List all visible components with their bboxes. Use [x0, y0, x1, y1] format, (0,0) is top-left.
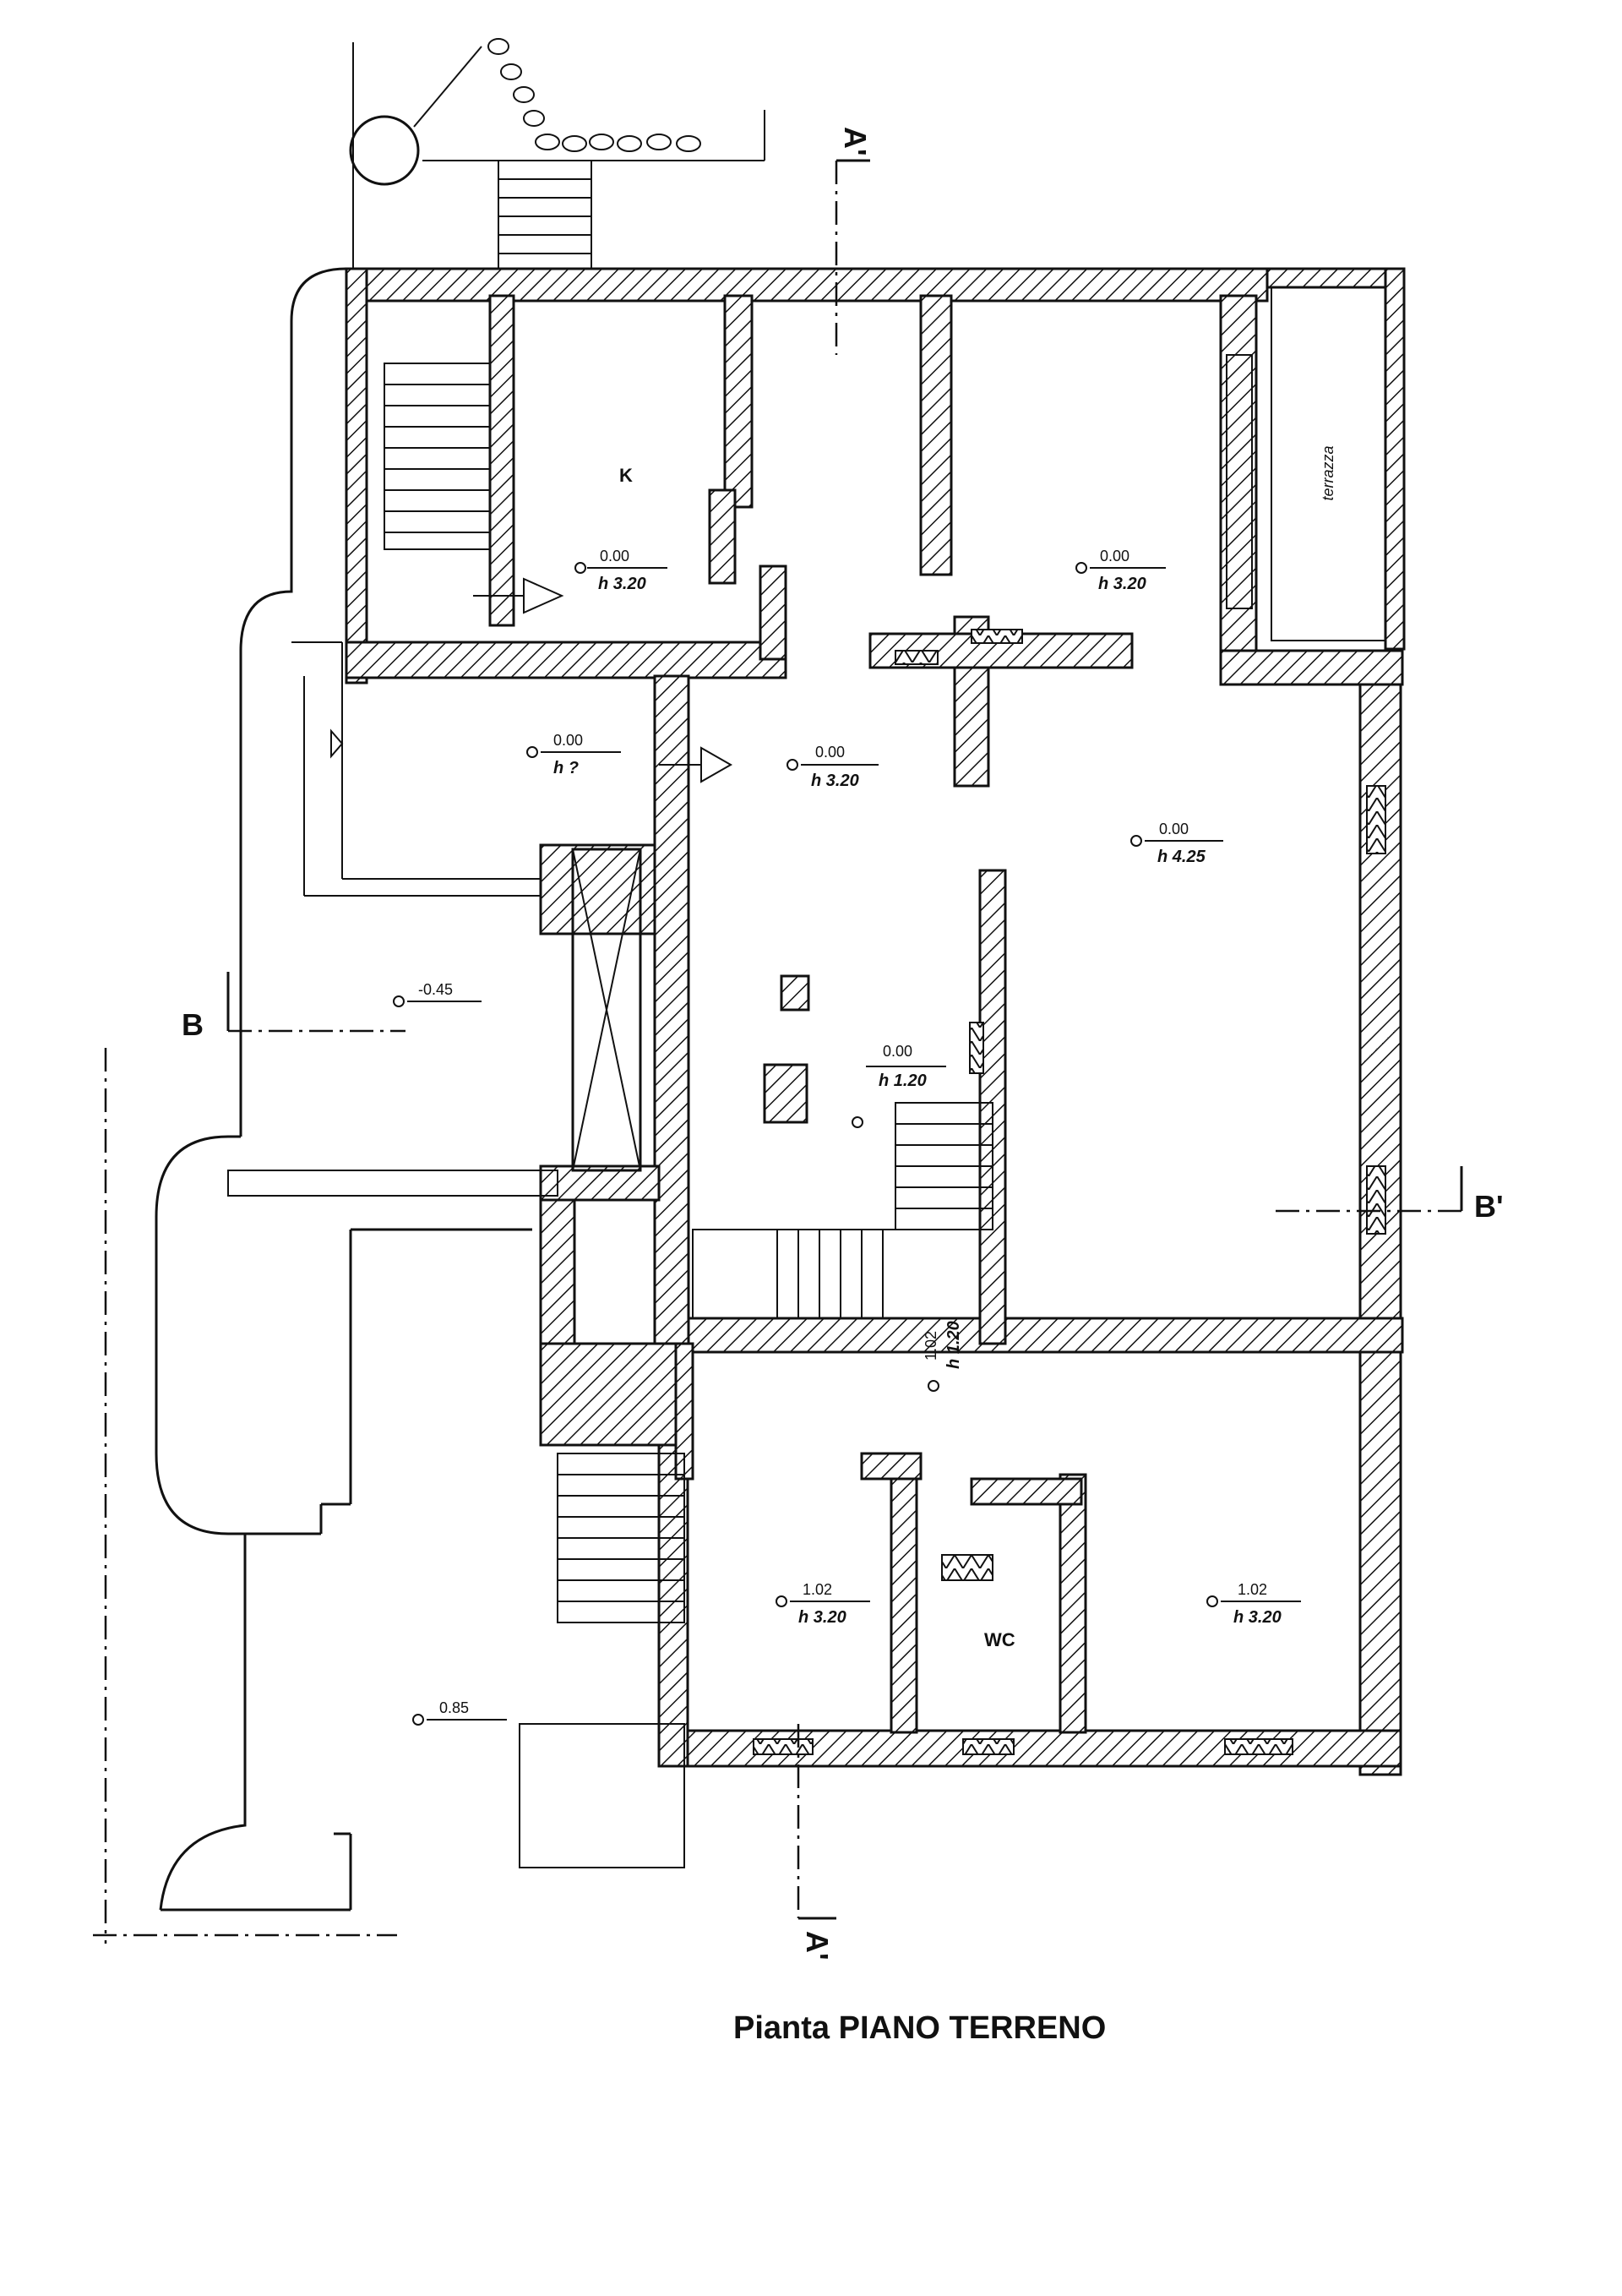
radiators [753, 629, 1386, 1755]
entry-elevation: 0.00 [553, 732, 583, 749]
level-marker-icon [852, 1116, 863, 1128]
level-marker-icon [526, 746, 538, 758]
level-marker-icon [776, 1595, 787, 1607]
entry-height: h ? [553, 759, 579, 777]
garden-elevation: 0.85 [439, 1699, 469, 1716]
level-markers [393, 562, 1301, 1726]
stair-mark-height: h 1.20 [944, 1321, 963, 1369]
section-label-b-left: B [182, 1007, 204, 1042]
hall-height: h 3.20 [811, 772, 859, 790]
room-ne-elevation: 0.00 [1100, 548, 1129, 564]
level-marker-icon [412, 1714, 424, 1726]
landing-elevation: 0.00 [883, 1043, 912, 1060]
stepping-stones [487, 38, 701, 152]
salone-elevation: 0.00 [1159, 821, 1189, 837]
section-label-b-right: B' [1474, 1189, 1504, 1224]
section-lines [93, 159, 1463, 1944]
room-se-height: h 3.20 [1233, 1608, 1282, 1627]
entry-arrows [473, 577, 733, 783]
stair-mark-elevation: 1.02 [923, 1331, 939, 1361]
elevator-shaft [571, 848, 642, 1172]
exterior-walls [345, 267, 1406, 1776]
plan-title: Pianta PIANO TERRENO [733, 2010, 1106, 2046]
kitchen-height: h 3.20 [598, 575, 646, 593]
garden-area [349, 38, 765, 271]
outdoor-stair [498, 160, 592, 271]
courtyard-elevation: -0.45 [418, 981, 453, 998]
room-se-elevation: 1.02 [1238, 1581, 1267, 1598]
level-marker-icon [393, 995, 405, 1007]
level-marker-icon [787, 759, 798, 771]
level-marker-icon [928, 1380, 939, 1392]
level-marker-icon [574, 562, 586, 574]
terrace [1226, 286, 1386, 641]
room-label-wc: WC [984, 1629, 1015, 1650]
section-label-a-top: A' [838, 127, 873, 156]
courtyard-walls [155, 267, 558, 1912]
tree-icon [349, 115, 420, 186]
room-label-kitchen: K [619, 465, 633, 486]
landing-height: h 1.20 [879, 1072, 927, 1090]
room-sw-elevation: 1.02 [803, 1581, 832, 1598]
room-sw-height: h 3.20 [798, 1608, 846, 1627]
room-ne-height: h 3.20 [1098, 575, 1146, 593]
room-label-terrace: terrazza [1320, 445, 1336, 500]
salone-height: h 4.25 [1157, 848, 1206, 866]
kitchen-elevation: 0.00 [600, 548, 629, 564]
section-label-a-bottom: A' [800, 1931, 835, 1961]
level-marker-icon [1206, 1595, 1218, 1607]
interior-stairs [384, 363, 993, 1868]
level-marker-icon [1130, 835, 1142, 847]
hall-elevation: 0.00 [815, 744, 845, 761]
level-marker-icon [1075, 562, 1087, 574]
